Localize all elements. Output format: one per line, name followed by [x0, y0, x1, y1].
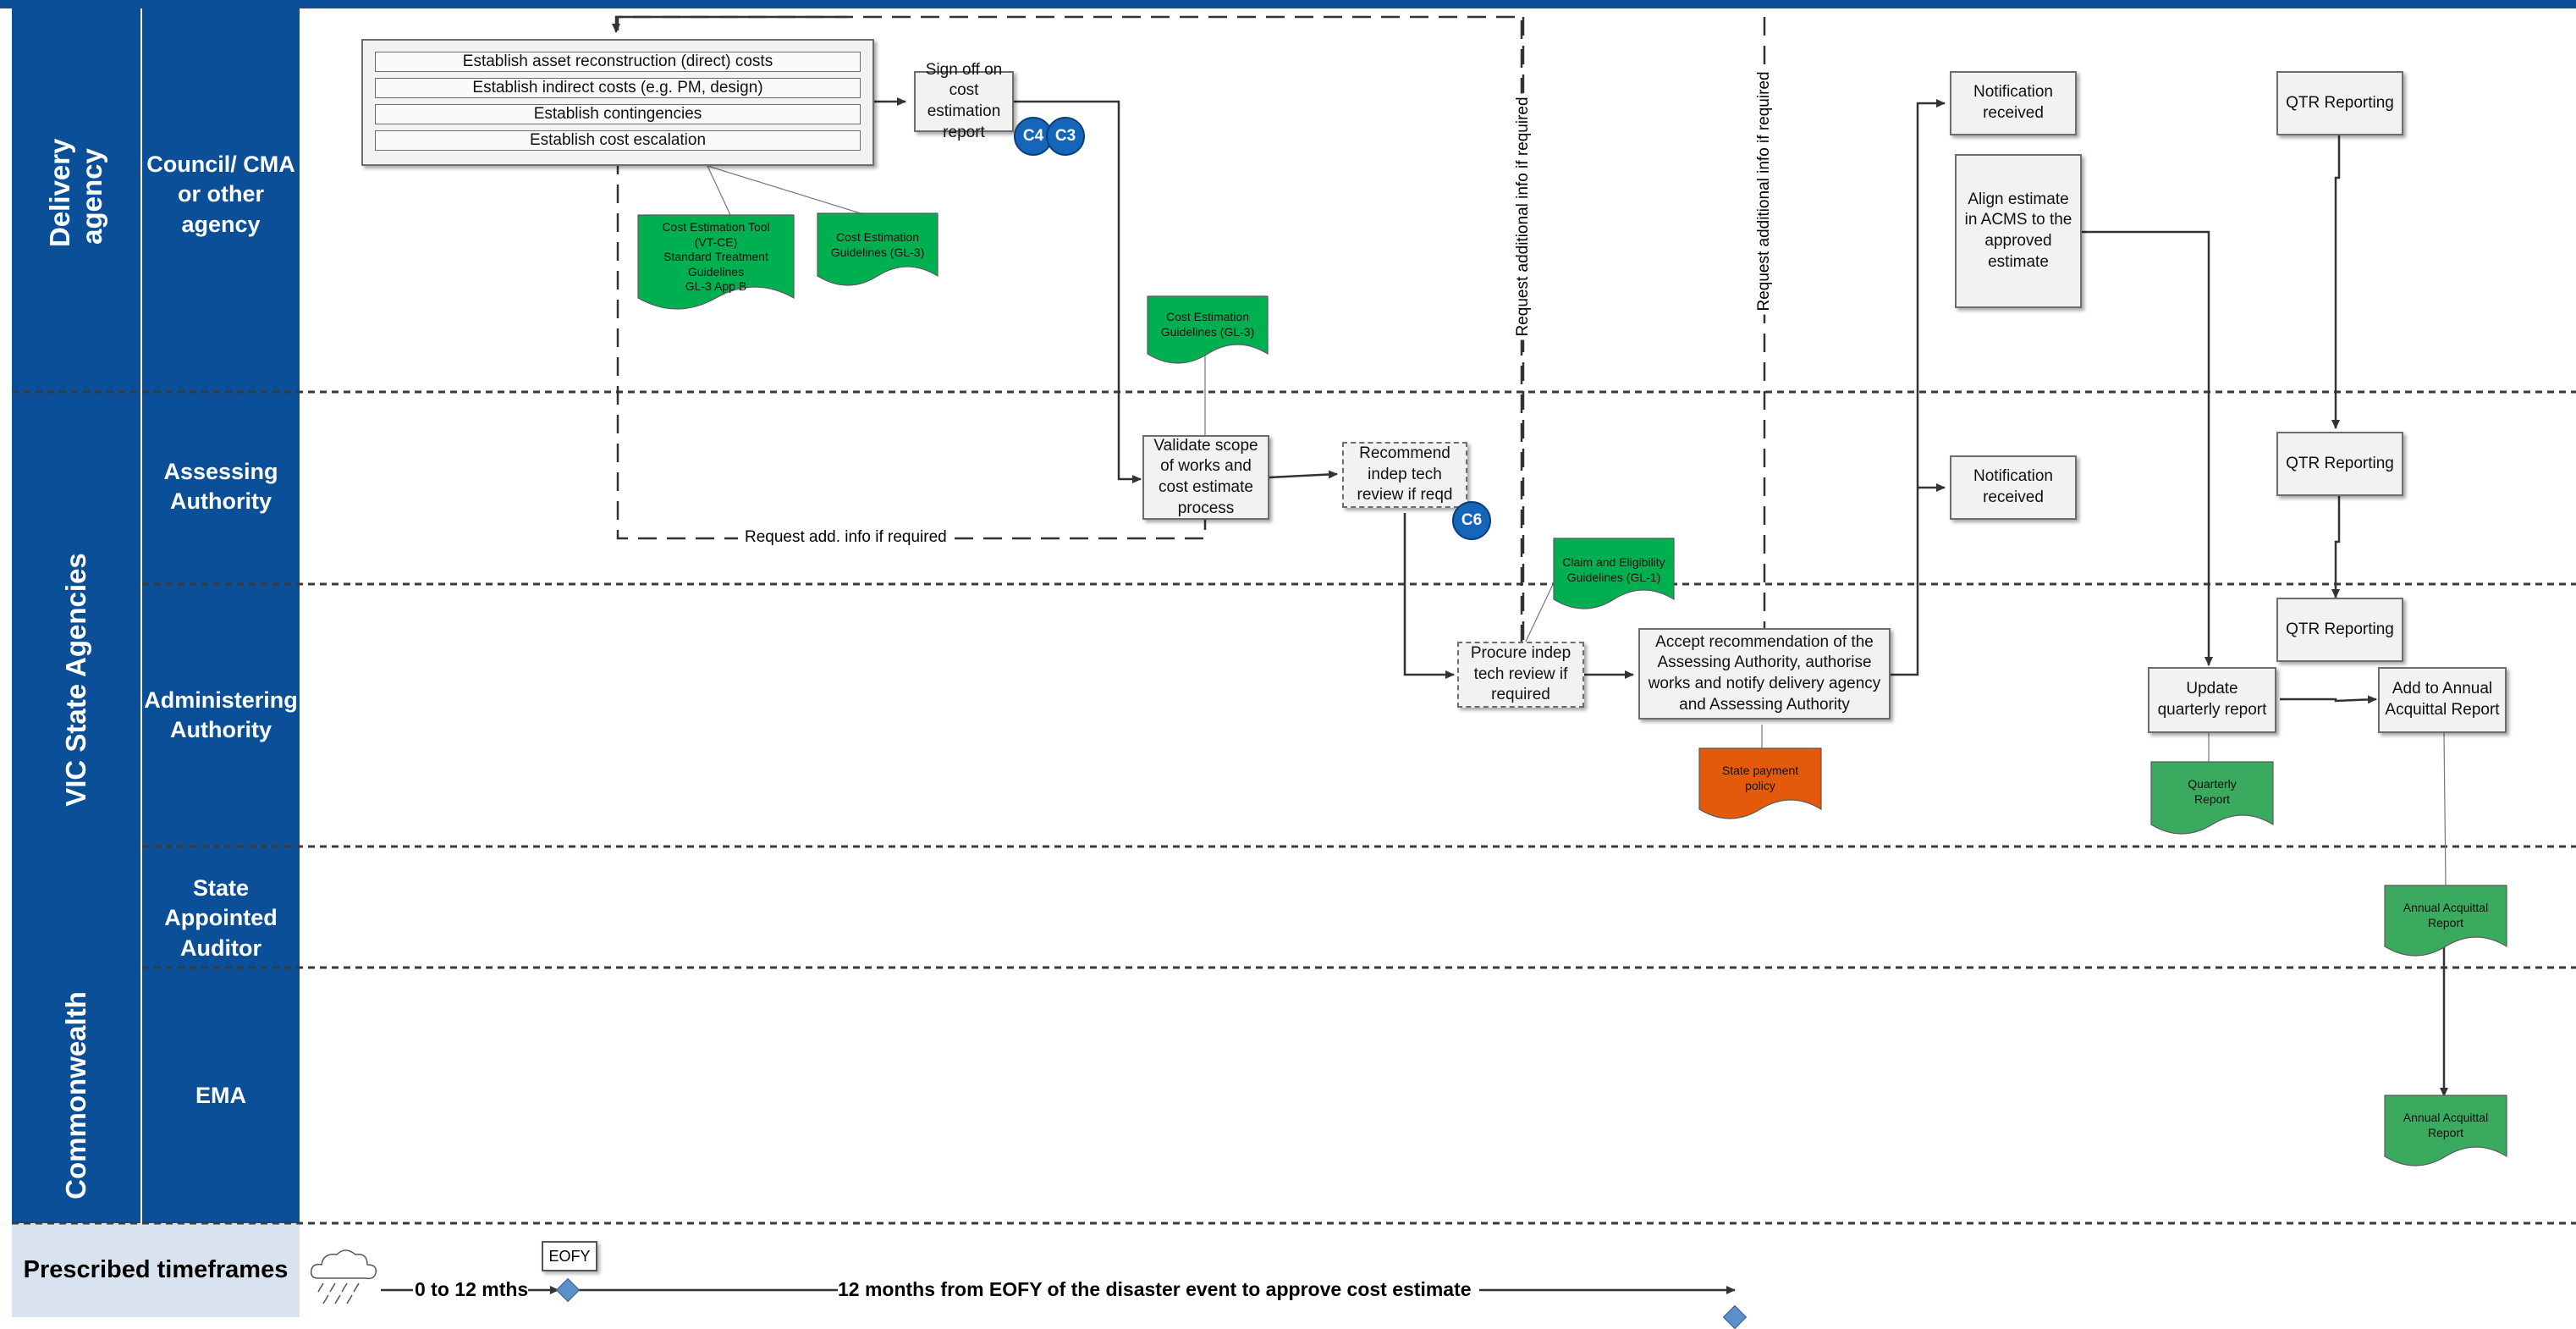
doc-shape-guidelines-council	[817, 212, 938, 286]
doc-tool-line-5: GL-3 App B	[685, 279, 747, 293]
label-request-info-1: Request additional info if required	[1514, 93, 1533, 340]
task-update-quarterly: Update quarterly report	[2148, 667, 2276, 733]
task-add-annual-acquittal: Add to Annual Acquittal Report	[2378, 667, 2507, 733]
establish-costs-group: Establish asset reconstruction (direct) …	[361, 39, 874, 166]
task-indirect-costs: Establish indirect costs (e.g. PM, desig…	[375, 78, 861, 98]
lane-label-auditor: State Appointed Auditor	[164, 875, 278, 961]
label-request-add-info: Request add. info if required	[738, 528, 954, 547]
task-qtr-reporting-2: QTR Reporting	[2276, 432, 2403, 496]
timeframe-label: Prescribed timeframes	[23, 1256, 289, 1283]
doc-shape-guidelines-assess	[1147, 295, 1269, 364]
doc-guidelines-assessing: Cost Estimation Guidelines (GL-3)	[1160, 310, 1255, 339]
doc-tool-line-4: Guidelines	[687, 264, 745, 278]
lane-label-assessing: Assessing Authority	[163, 458, 278, 514]
task-notification-assessing: Notification received	[1950, 455, 2077, 520]
doc-shape-state-payment	[1698, 747, 1822, 819]
lane-group-vic-state: VIC State Agencies	[12, 392, 140, 968]
eofy-box: EOFY	[542, 1241, 597, 1271]
task-accept: Accept recommendation of the Assessing A…	[1638, 628, 1891, 720]
doc-guidelines-council: Cost Estimation Guidelines (GL-3)	[830, 230, 925, 259]
lane-group-commonwealth: Commonwealth	[12, 968, 140, 1223]
task-qtr-reporting-3: QTR Reporting	[2276, 598, 2403, 662]
doc-quarterly-report: Quarterly Report	[2188, 777, 2237, 806]
task-align-estimate: Align estimate in ACMS to the approved e…	[1955, 154, 2082, 308]
doc-annual-acquittal-auditor: Annual Acquittal Report	[2403, 901, 2489, 929]
lane-header-column	[142, 0, 300, 1223]
task-recommend: Recommend indep tech review if reqd	[1342, 442, 1467, 508]
badge-c6: C6	[1452, 501, 1491, 540]
doc-state-payment: State payment policy	[1721, 764, 1799, 792]
doc-tool-line-2: (VT-CE)	[694, 234, 738, 249]
task-escalation: Establish cost escalation	[375, 130, 861, 151]
doc-shape-annual-ema	[2384, 1095, 2507, 1166]
rain-cloud-icon	[306, 1244, 383, 1309]
badge-c3: C3	[1046, 117, 1085, 156]
lane-label-ema: EMA	[195, 1083, 246, 1109]
timeline-range-1: 0 to 12 mths	[415, 1278, 529, 1301]
doc-annual-acquittal-ema: Annual Acquittal Report	[2403, 1111, 2489, 1139]
task-qtr-reporting-1: QTR Reporting	[2276, 71, 2403, 135]
doc-shape-tool	[637, 214, 795, 310]
doc-shape-quarterly	[2150, 761, 2274, 835]
task-asset-costs: Establish asset reconstruction (direct) …	[375, 52, 861, 72]
timeline-range-2: 12 months from EOFY of the disaster even…	[838, 1278, 1472, 1301]
doc-shape-claim	[1553, 538, 1675, 609]
label-request-info-2: Request additional info if required	[1755, 68, 1774, 315]
doc-shape-annual-auditor	[2384, 885, 2507, 957]
task-validate: Validate scope of works and cost estimat…	[1142, 435, 1269, 520]
badge-c4: C4	[1014, 117, 1053, 156]
doc-tool-line-3: Standard Treatment	[663, 250, 768, 263]
doc-claim-eligibility: Claim and Eligibility Guidelines (GL-1)	[1562, 555, 1665, 584]
lane-label-administering: Administering Authority	[144, 687, 298, 742]
task-notification-council: Notification received	[1950, 71, 2077, 135]
doc-tool-line-1: Cost Estimation Tool	[662, 220, 770, 234]
task-procure: Procure indep tech review if required	[1457, 642, 1584, 708]
top-bar	[0, 0, 2576, 8]
doc-cost-estimation-tool: Cost Estimation Tool (VT-CE) Standard Tr…	[638, 215, 794, 295]
timeframe-header: Prescribed timeframes	[12, 1223, 300, 1317]
lane-group-delivery-agency: Delivery agency	[12, 0, 140, 392]
task-contingencies: Establish contingencies	[375, 104, 861, 124]
lane-label-council: Council/ CMA or other agency	[146, 152, 295, 237]
